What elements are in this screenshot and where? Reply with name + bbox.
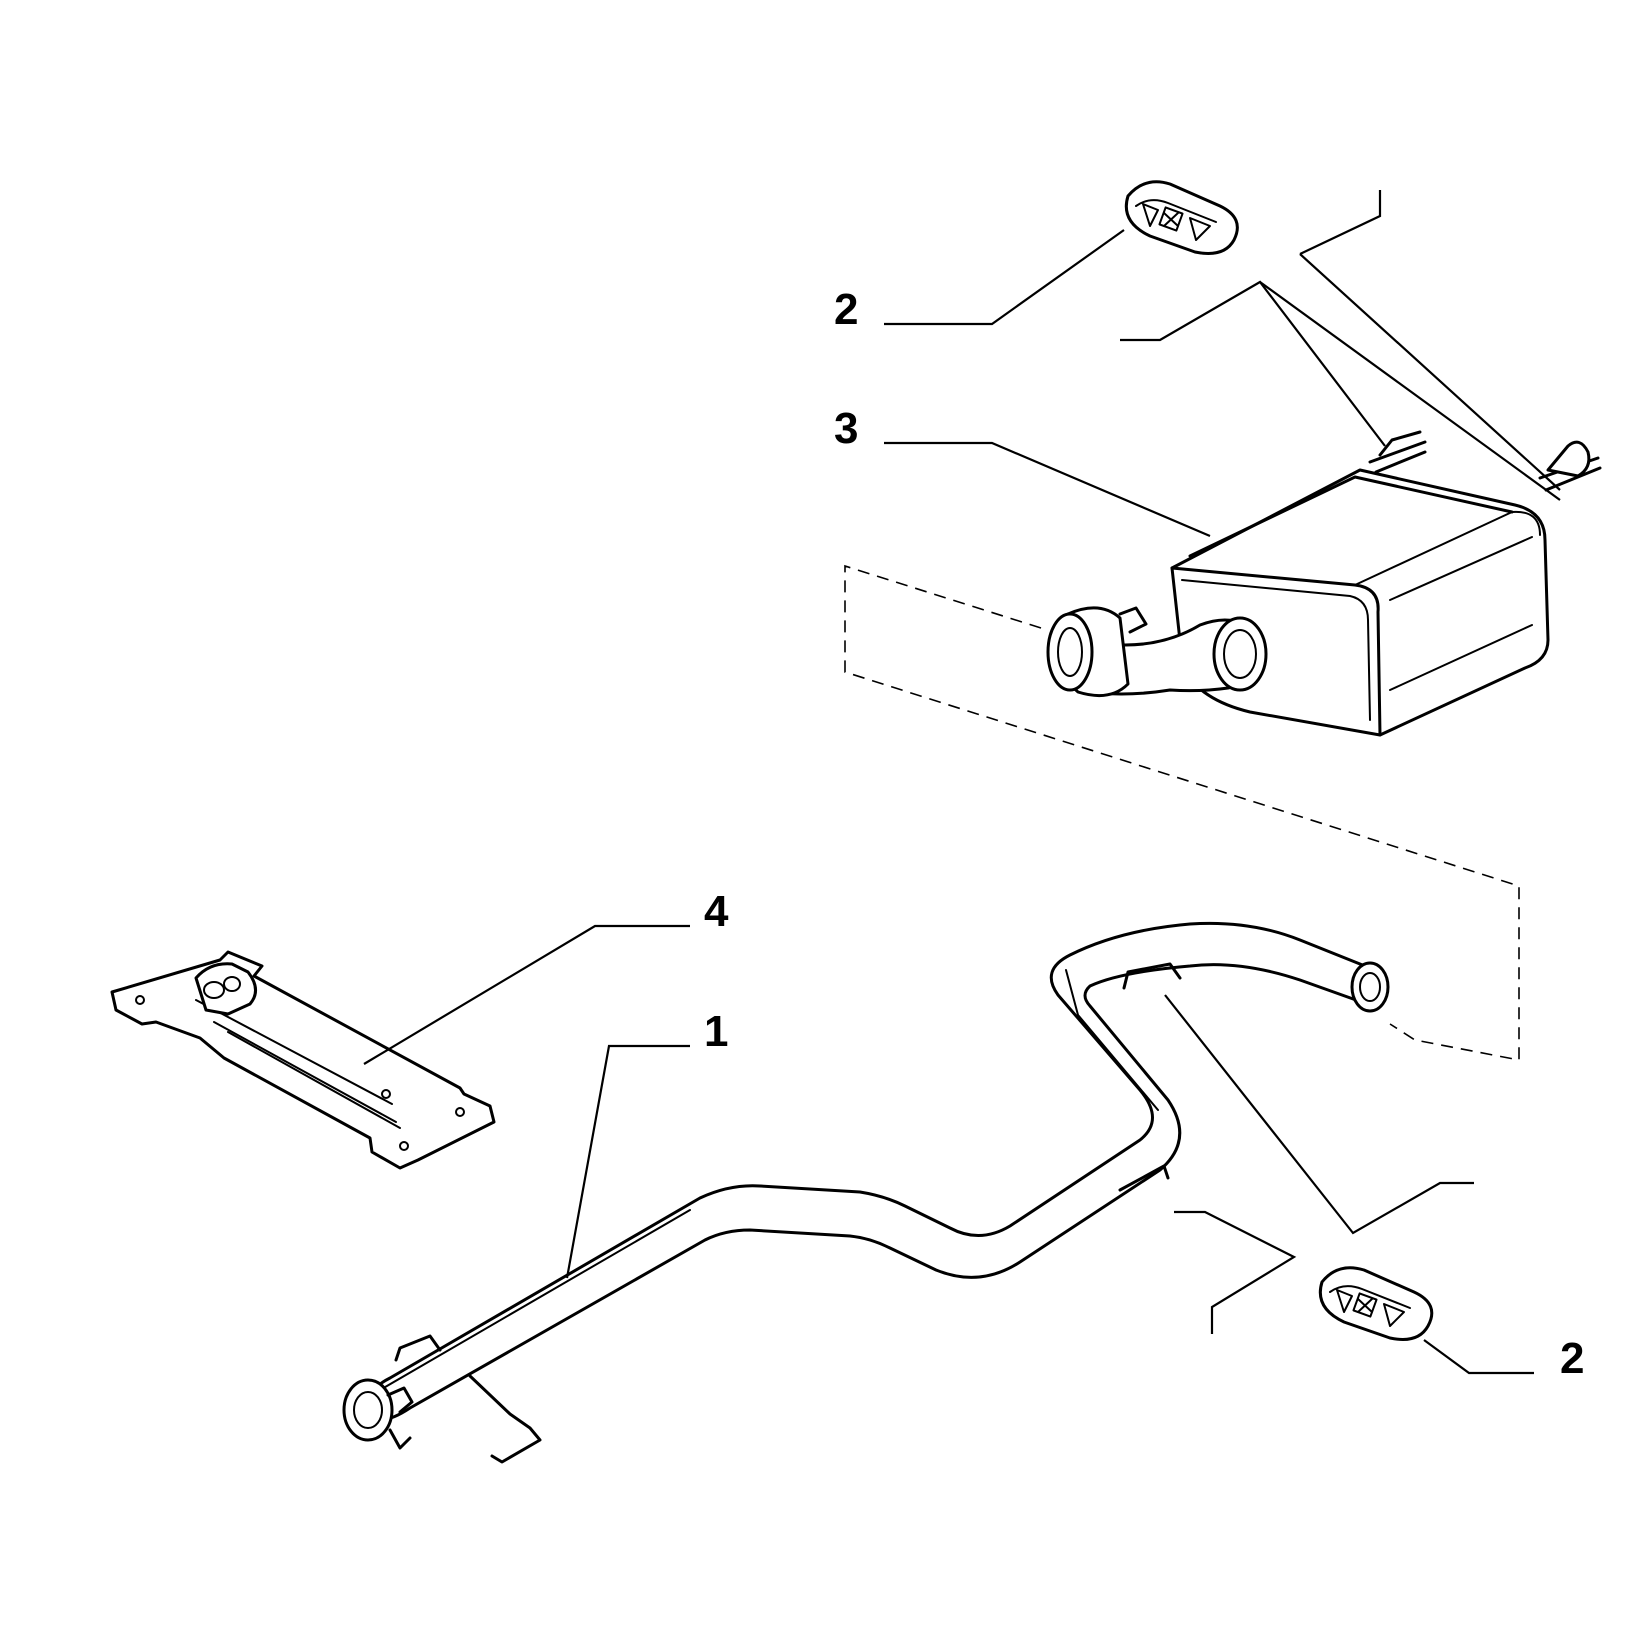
- callout-2-bottom: 2: [1560, 1334, 1584, 1383]
- assembly-dashed-outline: [844, 564, 1520, 1061]
- rubber-hanger-bottom: [1318, 1266, 1434, 1341]
- heat-shield-bracket: [110, 950, 496, 1170]
- intermediate-pipe: [342, 921, 1390, 1464]
- leader-lines: [363, 190, 1561, 1375]
- callout-1: 1: [704, 1007, 728, 1056]
- rubber-hanger-top: [1124, 180, 1239, 255]
- rear-silencer: [1046, 430, 1602, 737]
- callout-2-top: 2: [834, 285, 858, 334]
- callout-3: 3: [834, 404, 858, 453]
- callout-4: 4: [704, 887, 729, 936]
